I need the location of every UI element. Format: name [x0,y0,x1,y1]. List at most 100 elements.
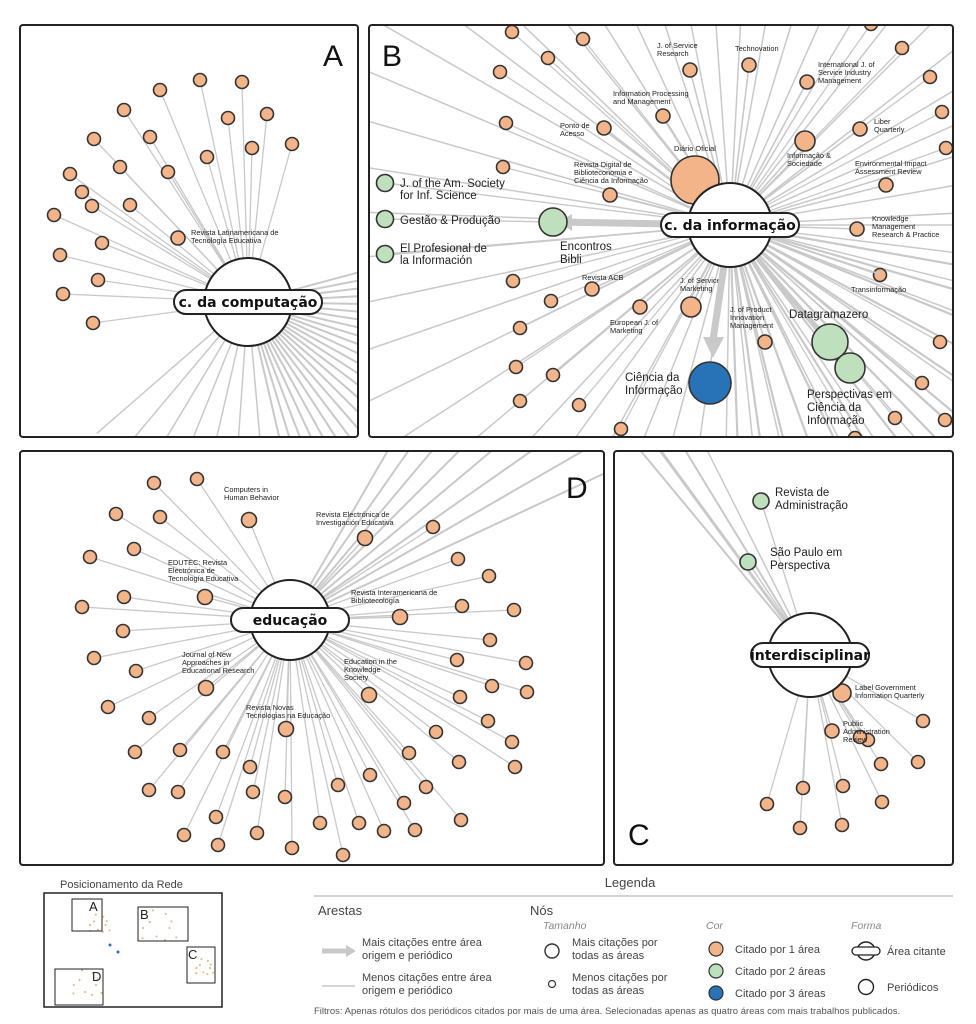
journal-node [504,734,520,750]
minimap-box-c [186,946,216,984]
edge [729,184,953,226]
label-line: la Información [400,255,472,267]
journal-label-datagramazero: Datagramazero [789,309,868,321]
edge [247,301,358,337]
label-line: Acesso [560,129,584,138]
label-line: Revista Interamericana de [351,588,437,597]
edge [289,451,461,621]
journal-node-ponto [596,120,612,136]
journal-node [543,293,559,309]
hub-label-pill [173,289,323,315]
label-line: Liber [874,117,891,126]
journal-node [312,815,328,831]
edge [715,25,731,226]
label-line: Educational Research [182,666,254,675]
journal-node [508,359,524,375]
edge [729,90,953,226]
panel-a-frame [19,24,359,438]
minimap-dot [91,972,94,975]
journal-node [115,623,131,639]
journal-node [146,475,162,491]
journal-node-encontros [538,207,568,237]
journal-node [152,509,168,525]
label-line: Revista Latinamericana de [191,228,279,237]
legend-edge-more: origem e periódico [362,950,453,962]
edge [729,25,932,226]
journal-node [277,789,293,805]
minimap-dot [208,967,211,969]
hub-label: c. da computação [179,295,318,311]
journal-node [249,825,265,841]
minimap-dot [78,979,81,981]
journal-node [94,235,110,251]
minimap-dot [209,963,212,966]
journal-node [362,767,378,783]
minimap-dot [142,927,144,929]
legend-edges-title: Arestas [318,903,363,918]
label-line: J. of Services [680,276,725,285]
edge [575,224,731,437]
journal-node-rdbci [602,187,618,203]
legend-shape-journal [857,978,875,996]
journal-node [192,72,208,88]
minimap-dot [116,950,120,954]
journal-node [792,820,808,836]
journal-node [922,69,938,85]
edge [728,223,761,437]
journal-node [142,129,158,145]
journal-node [518,655,534,671]
journal-node [141,782,157,798]
edge [289,619,513,743]
journal-node-chb [240,511,258,529]
edge [289,451,493,621]
label-line: Encontros [560,241,612,253]
label-line: Research & Practice [872,230,939,239]
label-line: Bibliotecología [351,596,400,605]
journal-node [894,40,910,56]
journal-node [396,795,412,811]
journal-node-eks [360,686,378,704]
journal-node [934,104,950,120]
label-line: Society [344,673,369,682]
edge [729,224,946,421]
label-line: European J. of [610,318,659,327]
journal-node [852,729,868,745]
journal-node [116,102,132,118]
journal-node-technovation [741,57,757,73]
legend-color-title: Cor [706,920,723,932]
journal-node [215,744,231,760]
label-line: Computers in [224,485,268,494]
panel-b-frame [368,24,954,438]
journal-node [152,82,168,98]
legend-size-more: Mais citações por [572,937,658,949]
minimap-dot [148,921,151,923]
journal-node [220,110,236,126]
legend-size-small [547,979,557,989]
legend-edge-less: origem e periódico [362,985,453,997]
label-line: Approaches in [182,658,229,667]
legend-size-less: todas as áreas [572,985,645,997]
legend-size-title: Tamanho [543,920,587,932]
legend-swatch-color_3 [708,985,724,1001]
minimap-letter-c: C [188,947,197,962]
minimap-dot [102,915,105,918]
edge [247,301,358,355]
minimap-letter-a: A [89,899,98,914]
journal-node-edutec [196,588,214,606]
edge [247,301,358,387]
journal-node [449,652,465,668]
journal-node [418,779,434,795]
journal-node [482,632,498,648]
edge [247,271,358,303]
hub-label-pill [660,212,800,238]
